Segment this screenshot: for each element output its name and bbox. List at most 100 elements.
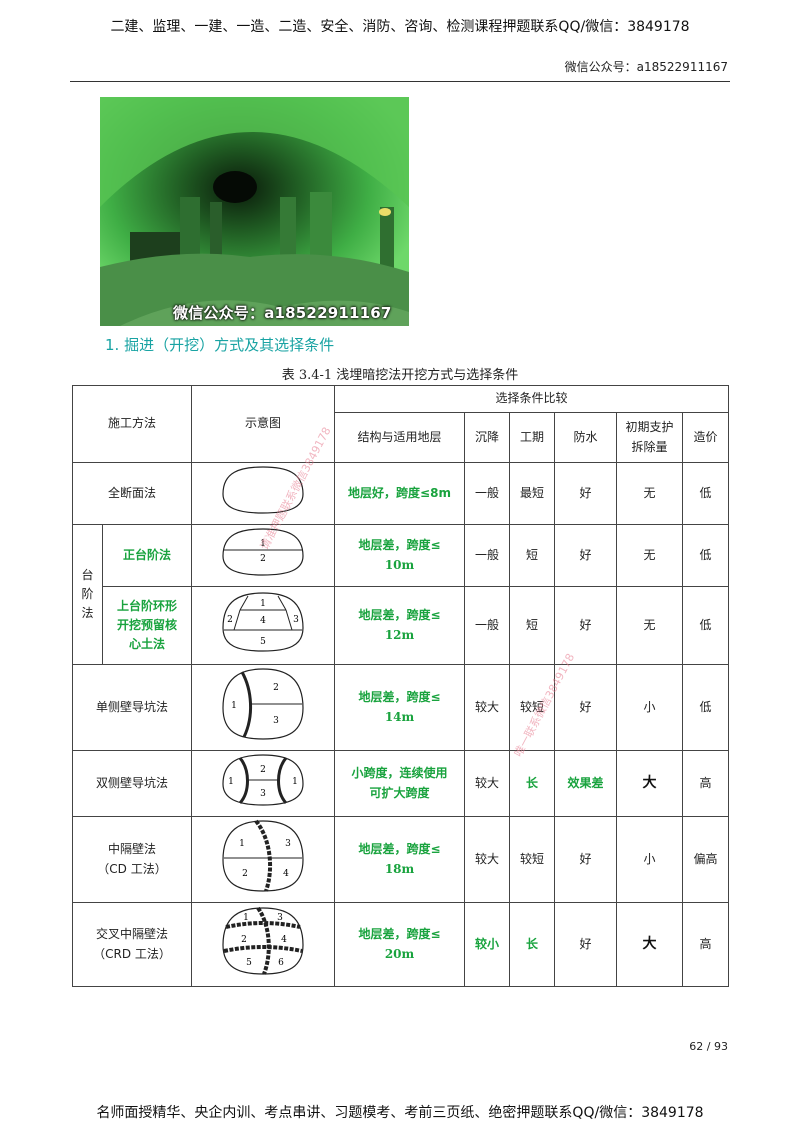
table-row: 交叉中隔壁法 （CRD 工法） 1 3 2 4 5 6 地层差，跨度≤ 20m …: [71, 902, 730, 987]
structure-cell: 地层差，跨度≤ 12m: [334, 586, 466, 665]
diagram-label: 4: [260, 616, 266, 626]
method-line: （CRD 工法）: [93, 946, 171, 961]
header-structure: 结构与适用地层: [334, 412, 466, 463]
table-row: 全断面法 地层好，跨度≤8m 一般 最短 好 无 低: [71, 462, 730, 525]
single-side-drift-diagram: 1 2 3: [222, 668, 304, 741]
header-diagram: 示意图: [191, 385, 336, 463]
diagram-label: 3: [285, 839, 291, 849]
diagram-cell: 1 3 2 4 5 6: [191, 902, 336, 987]
header-removal-line1: 初期支护: [625, 420, 674, 435]
structure-cell: 小跨度，连续使用 可扩大跨度: [334, 750, 466, 817]
step-group-cell: 台 阶 法: [72, 524, 103, 665]
step-group-char: 法: [81, 606, 94, 621]
removal-cell: 小: [616, 664, 684, 751]
removal-cell: 无: [616, 586, 684, 665]
header-removal: 初期支护 拆除量: [616, 412, 684, 463]
header-wechat-account: 微信公众号：a18522911167: [564, 60, 728, 74]
table-row: 双侧壁导坑法 1 2 3 1 小跨度，连续使用 可扩大跨度 较大 长 效果差 大…: [71, 750, 730, 817]
method-cell: 中隔壁法 （CD 工法）: [71, 816, 193, 903]
header-settlement: 沉降: [464, 412, 511, 463]
tunnel-photo: 微信公众号：a18522911167: [100, 97, 409, 326]
header-removal-line2: 拆除量: [631, 439, 668, 454]
diagram-cell: 1 3 2 4: [191, 816, 336, 903]
removal-cell: 小: [616, 816, 684, 903]
structure-line: 地层差，跨度≤: [358, 690, 441, 705]
settlement-cell: 较大: [464, 816, 511, 903]
header-cost: 造价: [682, 412, 730, 463]
structure-line: 14m: [384, 709, 415, 724]
method-cell: 单侧壁导坑法: [71, 664, 193, 751]
diagram-label: 3: [277, 913, 283, 923]
method-line: 开挖预留核: [117, 617, 178, 632]
header-duration: 工期: [509, 412, 556, 463]
table-row: 台 阶 法 正台阶法 1 2 地层差，跨度≤ 10m 一般 短 好 无 低: [72, 524, 730, 665]
cost-cell: 低: [682, 664, 730, 751]
structure-cell: 地层差，跨度≤ 20m: [334, 902, 466, 987]
waterproof-cell: 好: [554, 586, 618, 665]
diagram-label: 5: [246, 958, 252, 968]
core-soil-diagram: 1 2 3 4 5: [222, 592, 304, 653]
diagram-label: 1: [231, 701, 237, 711]
diagram-label: 4: [281, 935, 287, 945]
duration-cell: 短: [509, 586, 556, 665]
structure-line: 18m: [384, 861, 415, 876]
header-method: 施工方法: [71, 385, 193, 463]
step-group-char: 阶: [81, 586, 94, 601]
duration-cell: 较短: [509, 664, 556, 751]
structure-cell: 地层差，跨度≤ 18m: [334, 816, 466, 903]
removal-cell: 大: [616, 902, 684, 987]
settlement-cell: 一般: [464, 524, 511, 587]
crd-method-diagram: 1 3 2 4 5 6: [222, 907, 304, 976]
structure-cell: 地层好，跨度≤8m: [334, 462, 466, 525]
structure-line: 地层差，跨度≤: [358, 842, 441, 857]
structure-line: 小跨度，连续使用: [351, 766, 448, 781]
structure-line: 12m: [384, 627, 415, 642]
table-row: 单侧壁导坑法 1 2 3 地层差，跨度≤ 14m 较大 较短 好 小 低: [71, 664, 730, 751]
header-waterproof: 防水: [554, 412, 618, 463]
settlement-cell: 较大: [464, 664, 511, 751]
waterproof-cell: 好: [554, 462, 618, 525]
diagram-label: 1: [292, 777, 298, 787]
cost-cell: 高: [682, 750, 730, 817]
step-group-char: 台: [81, 567, 94, 582]
cost-cell: 偏高: [682, 816, 730, 903]
diagram-cell: 1 2 3 4 5: [191, 586, 336, 665]
diagram-cell: 1 2 3: [191, 664, 336, 751]
table-row: 上台阶环形 开挖预留核 心土法 1 2 3 4 5 地层差，跨度≤ 12m: [73, 586, 730, 665]
cost-cell: 低: [682, 524, 730, 587]
method-cell: 全断面法: [71, 462, 193, 525]
duration-cell: 短: [509, 524, 556, 587]
method-line: （CD 工法）: [97, 861, 167, 876]
table-row: 中隔壁法 （CD 工法） 1 3 2 4 地层差，跨度≤ 18m 较大 较短 好…: [71, 816, 730, 903]
duration-cell: 长: [509, 750, 556, 817]
diagram-label: 2: [273, 683, 279, 693]
photo-watermark: 微信公众号：a18522911167: [173, 304, 392, 322]
diagram-label: 2: [241, 935, 247, 945]
settlement-cell: 较小: [464, 902, 511, 987]
cost-cell: 高: [682, 902, 730, 987]
diagram-label: 1: [228, 777, 234, 787]
header-divider: [70, 81, 730, 82]
waterproof-cell: 好: [554, 816, 618, 903]
diagram-cell: 1 2: [191, 524, 336, 587]
structure-line: 地层差，跨度≤: [358, 538, 441, 553]
diagram-label: 2: [260, 765, 266, 775]
section-heading: 1. 掘进（开挖）方式及其选择条件: [105, 336, 335, 354]
diagram-cell: [191, 462, 336, 525]
header-top-banner: 二建、监理、一建、一造、二造、安全、消防、咨询、检测课程押题联系QQ/微信：38…: [110, 19, 690, 35]
cd-method-diagram: 1 3 2 4: [222, 820, 304, 893]
waterproof-cell: 好: [554, 902, 618, 987]
diagram-label: 3: [260, 789, 266, 799]
method-line: 正台阶法: [123, 547, 172, 562]
method-line: 上台阶环形: [117, 598, 178, 613]
double-side-drift-diagram: 1 2 3 1: [222, 754, 304, 807]
method-line: 中隔壁法: [108, 842, 157, 857]
structure-cell: 地层差，跨度≤ 14m: [334, 664, 466, 751]
diagram-label: 4: [283, 869, 289, 879]
removal-cell: 大: [616, 750, 684, 817]
diagram-label: 3: [273, 716, 279, 726]
excavation-methods-table: 施工方法 示意图 选择条件比较 结构与适用地层 沉降 工期 防水 初期支护 拆除…: [71, 385, 730, 987]
method-line: 双侧壁导坑法: [96, 775, 169, 790]
removal-cell: 无: [616, 524, 684, 587]
diagram-label: 1: [243, 913, 249, 923]
